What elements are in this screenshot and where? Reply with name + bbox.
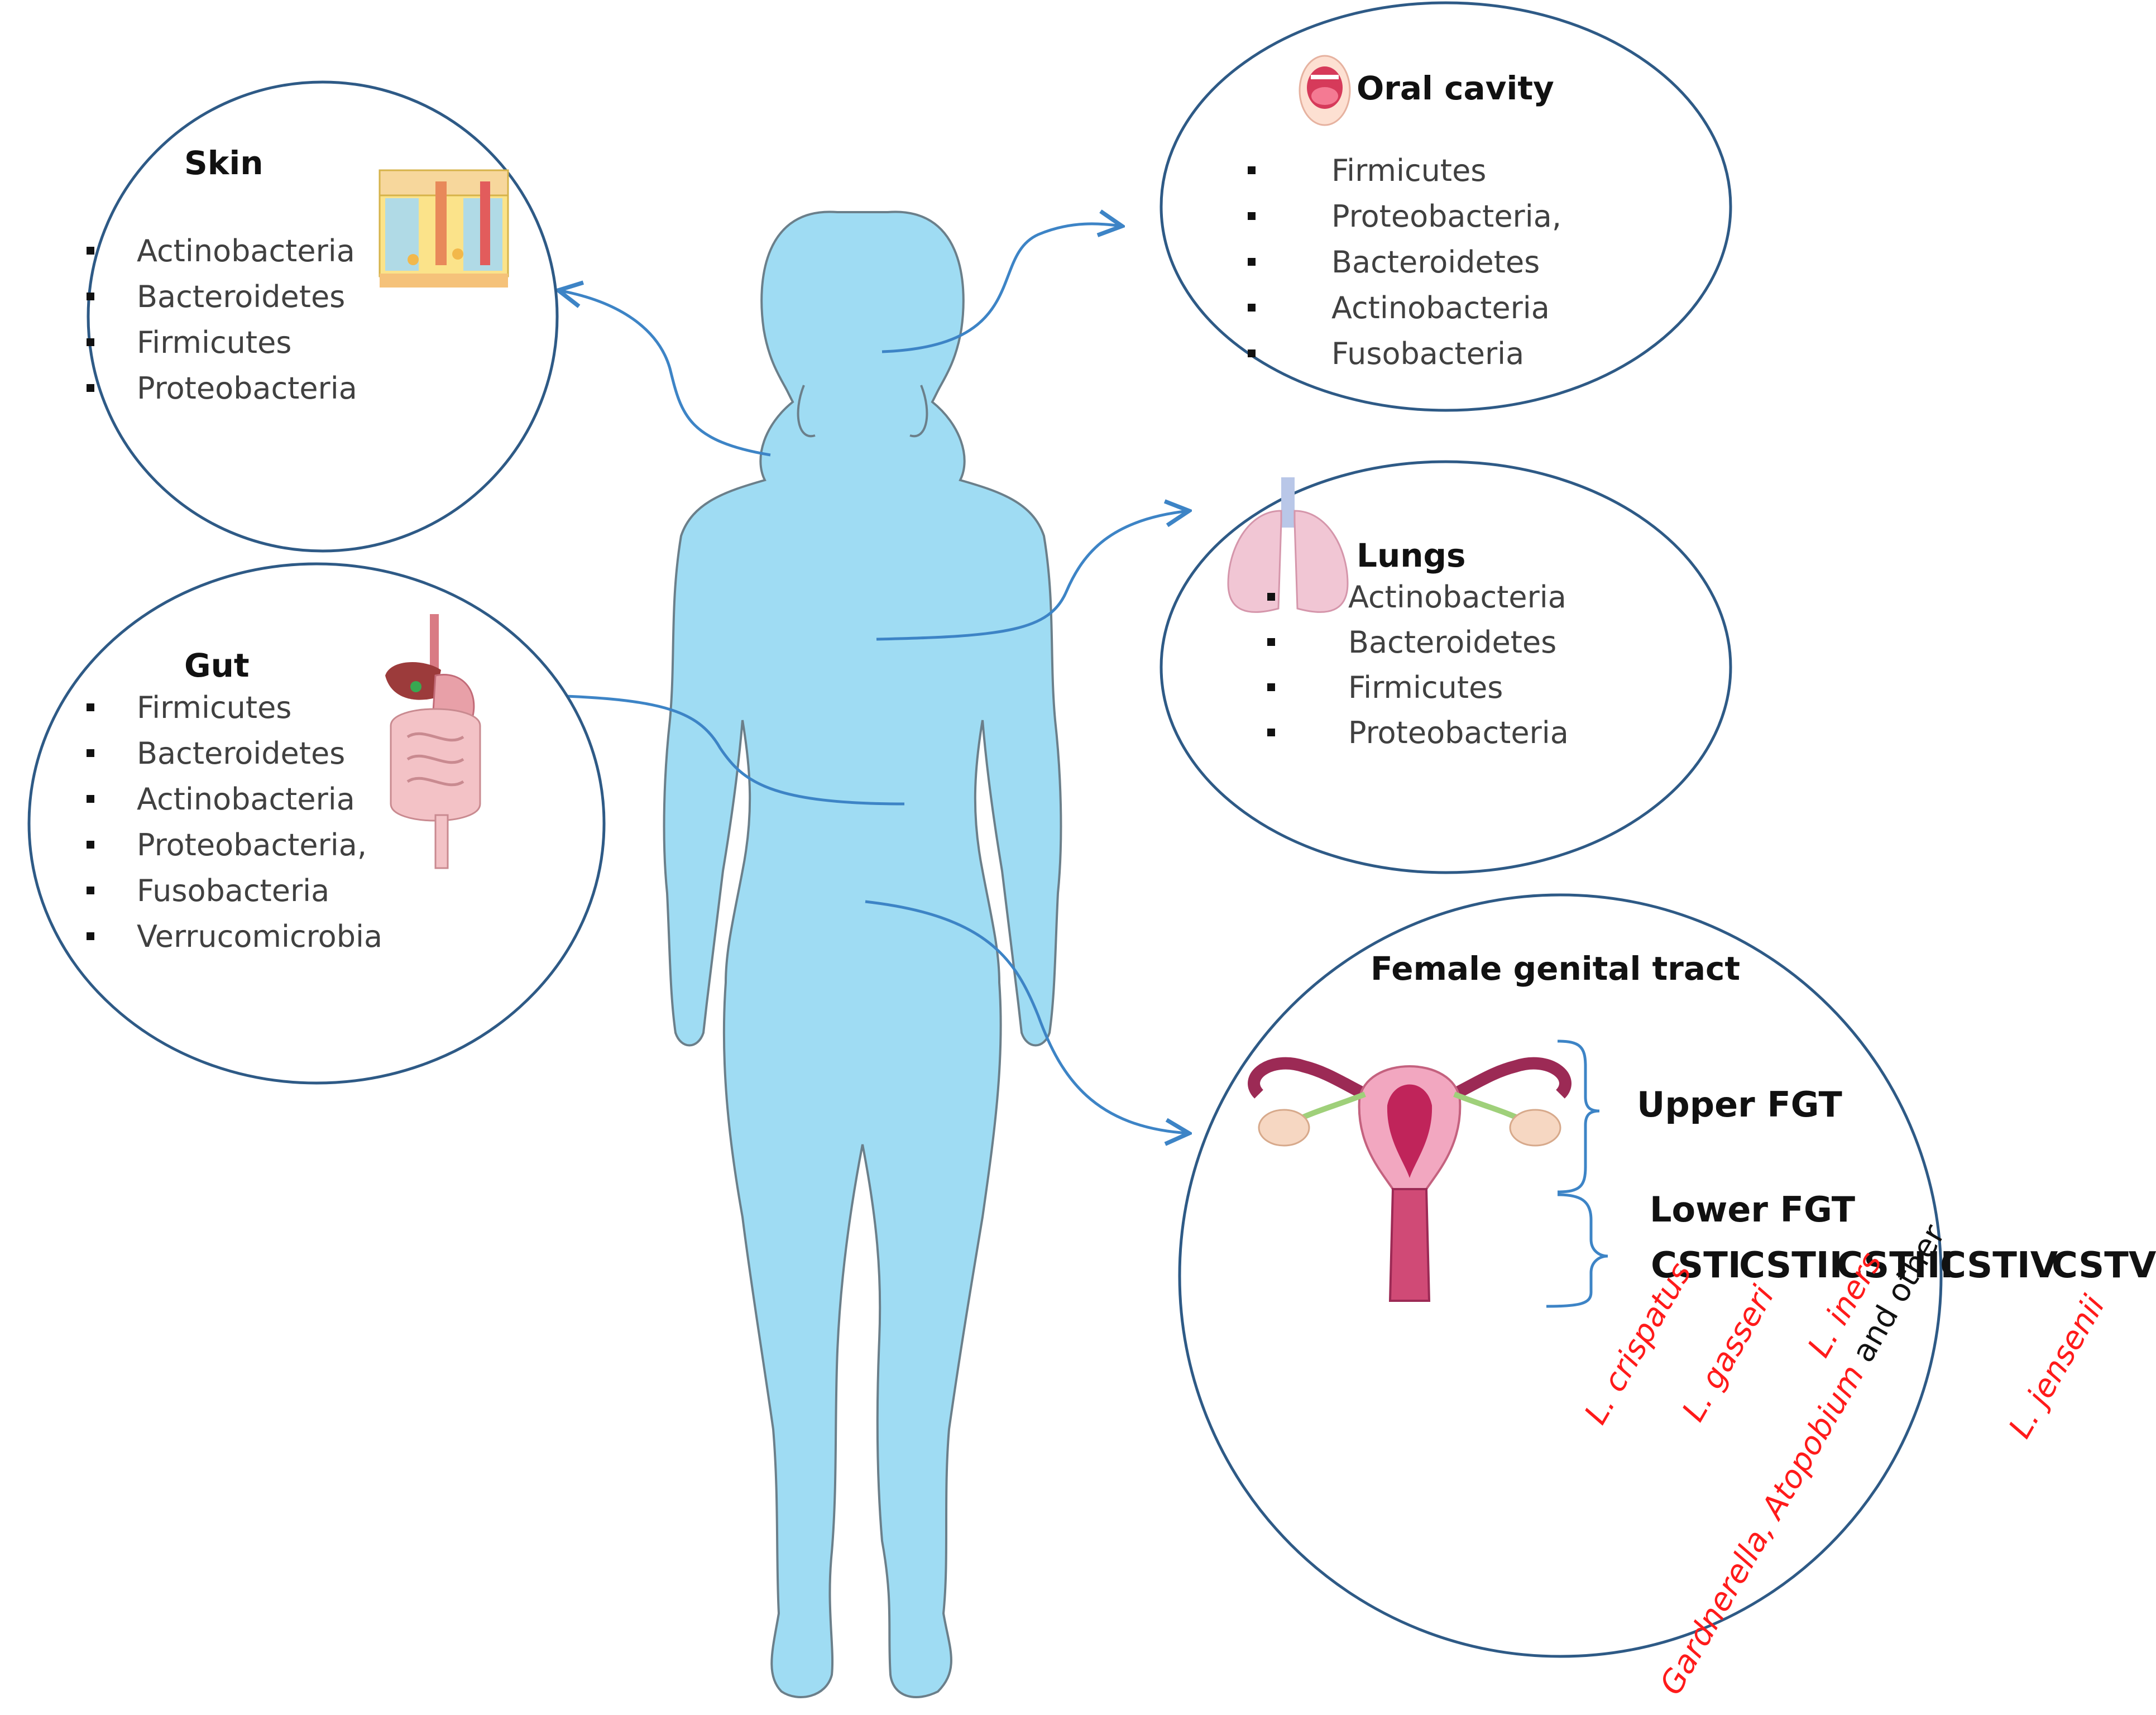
arrow-to-gut bbox=[530, 695, 905, 806]
female-genital-tract-region: Female genital tract Upper FGT Lower FGT… bbox=[1178, 893, 2156, 1701]
uterus-icon bbox=[1248, 1057, 1572, 1302]
skin-title: Skin bbox=[184, 144, 263, 182]
gut-list-item: Proteobacteria, bbox=[137, 827, 367, 863]
upper-fgt-label: Upper FGT bbox=[1637, 1084, 1842, 1125]
mouth-icon bbox=[1299, 55, 1351, 126]
gut-region: Gut Firmicutes Bacteroidetes Actinobacte… bbox=[27, 562, 606, 1085]
arrow-to-skin bbox=[558, 290, 771, 457]
gut-title: Gut bbox=[184, 646, 250, 684]
skin-layers-icon bbox=[379, 169, 509, 288]
oral-cavity-list-item: Firmicutes bbox=[1331, 153, 1486, 188]
connector-arrows bbox=[530, 224, 1189, 1133]
skin-list: Actinobacteria Bacteroidetes Firmicutes … bbox=[87, 233, 357, 406]
gut-list-item: Fusobacteria bbox=[137, 873, 329, 908]
cst-label: CSTII bbox=[1739, 1245, 1843, 1286]
oral-cavity-title: Oral cavity bbox=[1357, 69, 1554, 107]
cst-label: CSTV bbox=[2052, 1245, 2156, 1286]
lower-fgt-label: Lower FGT bbox=[1650, 1189, 1855, 1230]
oral-cavity-list-item: Fusobacteria bbox=[1331, 336, 1524, 371]
gut-list-item: Verrucomicrobia bbox=[137, 919, 382, 954]
gut-list-item: Firmicutes bbox=[137, 690, 291, 725]
lungs-title: Lungs bbox=[1357, 536, 1466, 574]
cst-label: CSTIV bbox=[1940, 1245, 2058, 1286]
lungs-region: Lungs Actinobacteria Bacteroidetes Firmi… bbox=[1160, 460, 1732, 874]
species-cst5: L. jensenii bbox=[2002, 1289, 2112, 1444]
arrow-to-oral-cavity bbox=[881, 224, 1122, 353]
lungs-list-item: Firmicutes bbox=[1348, 670, 1503, 705]
cst-label: CSTIII bbox=[1837, 1245, 1953, 1286]
female-body-silhouette bbox=[663, 210, 1062, 1698]
upper-fgt-brace bbox=[1557, 1039, 1600, 1194]
lower-fgt-brace bbox=[1546, 1193, 1608, 1308]
cst-labels: CSTI CSTII CSTIII CSTIV CSTV bbox=[1651, 1245, 2156, 1286]
skin-list-item: Actinobacteria bbox=[137, 233, 355, 269]
gut-list-item: Bacteroidetes bbox=[137, 736, 345, 771]
lungs-list-item: Proteobacteria bbox=[1348, 715, 1569, 750]
gut-list: Firmicutes Bacteroidetes Actinobacteria … bbox=[87, 690, 382, 954]
lungs-list-item: Actinobacteria bbox=[1348, 579, 1566, 615]
arrow-to-lungs bbox=[876, 511, 1189, 641]
oral-cavity-list-item: Actinobacteria bbox=[1331, 290, 1550, 325]
oral-cavity-region: Oral cavity Firmicutes Proteobacteria, B… bbox=[1160, 1, 1732, 412]
cst-label: CSTI bbox=[1651, 1245, 1741, 1286]
skin-region: Skin Actinobacteria Bacteroidetes Firmic… bbox=[87, 80, 559, 553]
digestive-system-icon bbox=[385, 614, 481, 869]
skin-list-item: Proteobacteria bbox=[137, 371, 357, 406]
lungs-list-item: Bacteroidetes bbox=[1348, 625, 1556, 660]
oral-cavity-list-item: Bacteroidetes bbox=[1331, 245, 1540, 280]
lungs-list: Actinobacteria Bacteroidetes Firmicutes … bbox=[1267, 579, 1569, 750]
lungs-icon bbox=[1227, 477, 1349, 613]
skin-list-item: Bacteroidetes bbox=[137, 279, 345, 314]
gut-list-item: Actinobacteria bbox=[137, 782, 355, 817]
arrow-to-female-genital-tract bbox=[865, 900, 1189, 1133]
oral-cavity-list: Firmicutes Proteobacteria, Bacteroidetes… bbox=[1248, 153, 1561, 371]
female-genital-tract-title: Female genital tract bbox=[1371, 950, 1740, 988]
skin-list-item: Firmicutes bbox=[137, 325, 291, 360]
oral-cavity-list-item: Proteobacteria, bbox=[1331, 199, 1561, 234]
